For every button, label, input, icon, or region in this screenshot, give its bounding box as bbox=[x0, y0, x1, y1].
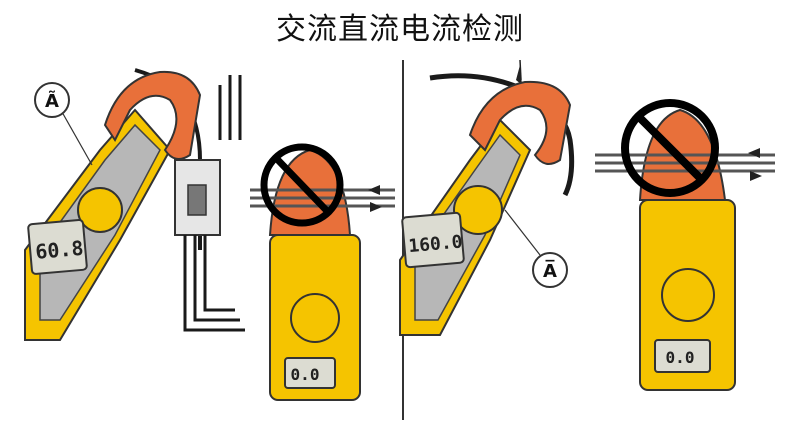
mode-symbol-dc: A̅ bbox=[543, 260, 557, 282]
circuit-breaker bbox=[174, 75, 245, 332]
left-panel: 60.8 Ã 0.0 bbox=[24, 68, 395, 401]
clamp-meter-wrong-right: 0.0 bbox=[595, 108, 775, 391]
mode-symbol-ac: Ã bbox=[45, 89, 59, 112]
lcd-screen-right bbox=[401, 211, 465, 269]
right-panel: 160.0 A̅ 0.0 bbox=[399, 59, 775, 391]
clamp-meter-wrong-left: 0.0 bbox=[250, 148, 395, 401]
clamp-jaw-right bbox=[468, 80, 572, 165]
clamp-meter-main-right: 160.0 bbox=[399, 80, 572, 336]
small-lcd-reading-left: 0.0 bbox=[291, 365, 320, 384]
rotary-dial bbox=[77, 187, 123, 233]
mode-callout-ac: Ã bbox=[34, 82, 93, 166]
page-title: 交流直流电流检测 bbox=[276, 12, 524, 47]
clamp-meter-main: 60.8 bbox=[24, 70, 202, 341]
lcd-reading-right: 160.0 bbox=[408, 231, 464, 257]
prohibition-sign-right bbox=[621, 99, 719, 197]
clamp-jaw bbox=[103, 70, 202, 160]
lcd-screen bbox=[27, 218, 88, 275]
small-lcd-reading-right: 0.0 bbox=[666, 348, 695, 367]
rotary-dial-right bbox=[453, 185, 503, 235]
lcd-reading: 60.8 bbox=[34, 236, 84, 264]
mode-callout-dc: A̅ bbox=[504, 209, 568, 288]
prohibition-sign-left bbox=[260, 143, 344, 227]
